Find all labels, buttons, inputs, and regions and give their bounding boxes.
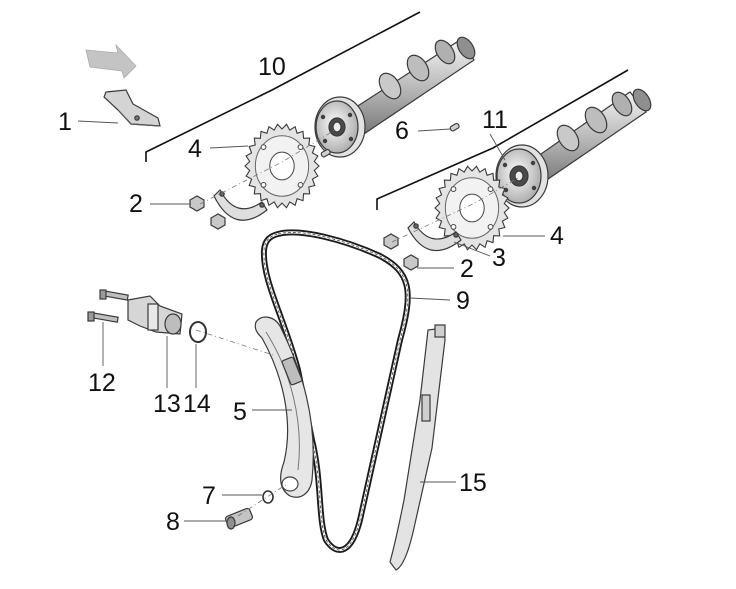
callout-12: 12	[88, 369, 116, 397]
part-4-cam-sprocket-lower	[434, 165, 510, 251]
part-6-dowel-pin-upper	[320, 148, 331, 158]
leader-3	[453, 241, 491, 257]
leader-11	[489, 133, 506, 161]
callout-4-lower: 4	[550, 222, 564, 250]
part-5-tensioner-guide	[254, 316, 314, 498]
leader-1	[77, 120, 119, 124]
callout-2-upper: 2	[129, 190, 143, 218]
part-9-timing-chain	[260, 229, 411, 553]
part-14-o-ring	[189, 321, 207, 343]
leader-4a	[209, 145, 249, 149]
bracket-group-10	[145, 11, 421, 162]
callout-6: 6	[395, 117, 409, 145]
part-8-pivot-bolt	[225, 507, 253, 530]
sprocket-bolt-hole	[297, 144, 304, 151]
callout-3: 3	[492, 244, 506, 272]
part-3-washer-plate-upper	[213, 189, 268, 221]
part-6-dowel-pin-lower	[449, 122, 460, 132]
callout-11: 11	[482, 106, 508, 134]
callout-8: 8	[166, 508, 180, 536]
sprocket-bore	[269, 151, 295, 181]
bracket-group-11	[376, 69, 629, 210]
callout-9: 9	[456, 287, 470, 315]
part-1-chain-guide-clip	[103, 89, 161, 127]
part-13-chain-tensioner	[127, 295, 183, 335]
callout-1: 1	[58, 108, 72, 136]
callout-5: 5	[233, 398, 247, 426]
direction-arrow-icon	[85, 43, 137, 79]
part-2-bolt-upper-a	[189, 195, 205, 212]
sprocket-bolt-hole	[487, 186, 494, 193]
callout-15: 15	[459, 469, 487, 497]
part-7-washer	[262, 490, 274, 504]
part-12-tensioner-bolt-lower	[87, 311, 119, 323]
leader-9	[409, 297, 451, 301]
alignment-line-upper	[199, 129, 336, 205]
sprocket-bolt-hole	[450, 186, 457, 193]
callout-2-lower: 2	[460, 255, 474, 283]
part-11-camshaft-lower	[495, 88, 652, 208]
part-3-washer-plate-lower	[407, 221, 462, 252]
callout-10: 10	[258, 53, 286, 81]
part-15-fixed-chain-guide	[389, 324, 446, 571]
part-12-tensioner-bolt-upper	[99, 289, 129, 301]
part-2-bolt-lower-a	[383, 233, 399, 250]
alignment-line-lower	[391, 177, 519, 243]
sprocket-bolt-hole	[260, 144, 267, 151]
callout-4-upper: 4	[188, 135, 202, 163]
part-2-bolt-upper-b	[210, 213, 226, 230]
part-4-cam-sprocket-upper	[244, 123, 320, 209]
sprocket-bolt-hole	[450, 224, 457, 230]
part-2-bolt-lower-b	[403, 254, 419, 271]
sprocket-bolt-hole	[487, 224, 494, 230]
sprocket-bolt-hole	[260, 182, 267, 188]
callout-7: 7	[202, 482, 216, 510]
part-10-camshaft-upper	[314, 36, 476, 158]
alignment-line-pivot	[237, 483, 288, 517]
leader-6	[417, 128, 451, 132]
callout-14: 14	[183, 390, 211, 418]
sprocket-bolt-hole	[297, 182, 304, 188]
sprocket-bore	[459, 193, 485, 223]
callout-13: 13	[153, 390, 181, 418]
alignment-line-tensioner	[195, 329, 277, 357]
